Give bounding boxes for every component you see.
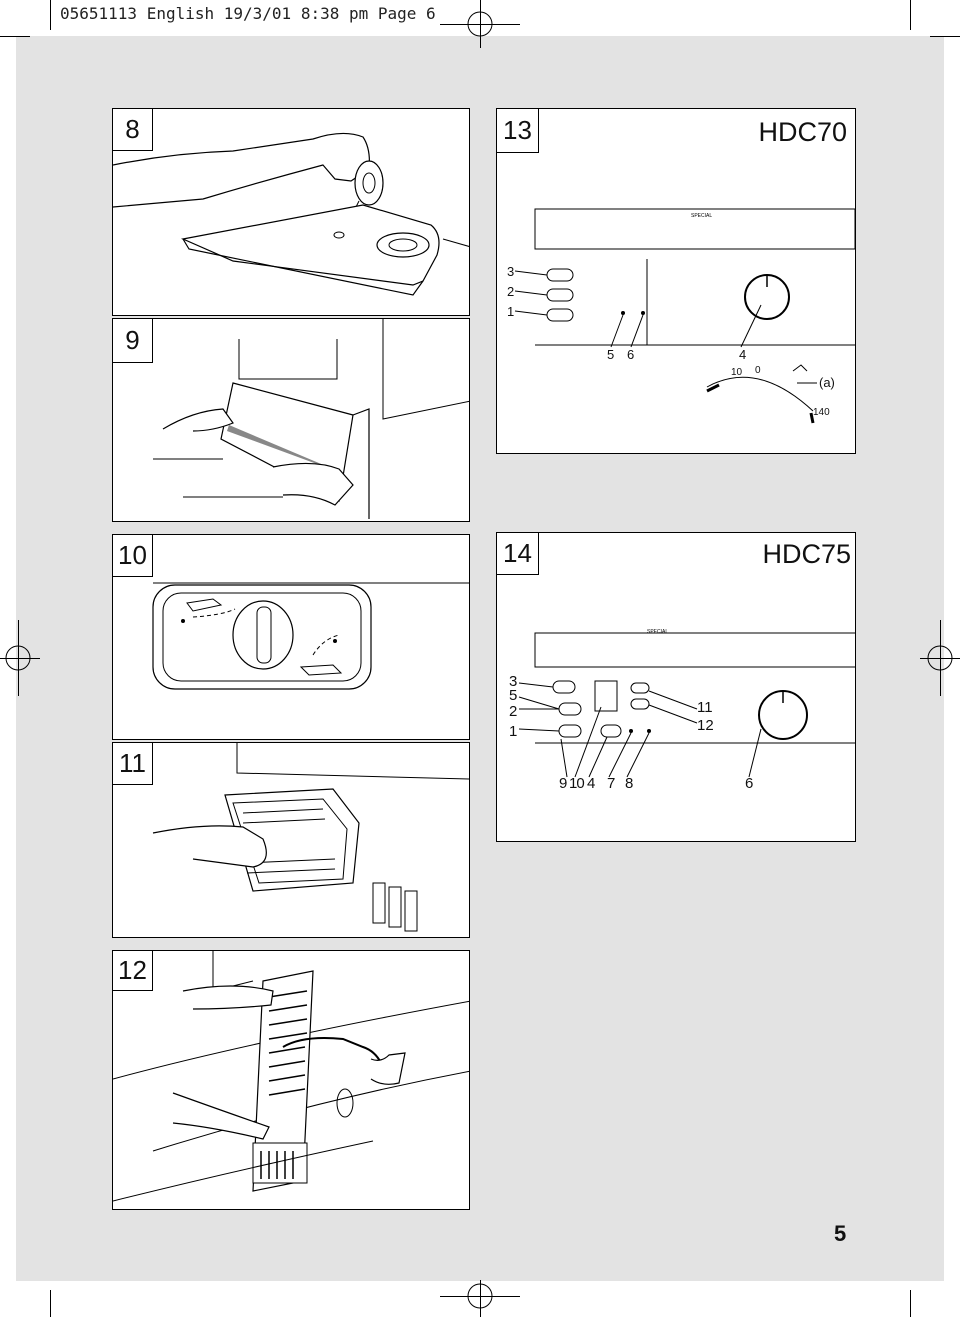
callout-3: 3: [509, 673, 518, 690]
crop-mark: [50, 1290, 51, 1317]
tape-removal-illustration: [113, 132, 469, 296]
figure-panel-10: 10: [112, 534, 470, 740]
callout-6: 6: [627, 347, 635, 362]
callout-a: (a): [819, 375, 835, 390]
crop-mark: [930, 36, 960, 37]
callout-12: 12: [697, 717, 714, 734]
figure-panel-11: 11: [112, 742, 470, 938]
dial-0-label: 0: [755, 365, 761, 376]
panel-removal-illustration: [153, 319, 469, 519]
panel-number: 14: [497, 533, 539, 575]
callout-10: 10: [569, 775, 585, 792]
figure-panel-9: 9: [112, 318, 470, 522]
callout-5: 5: [509, 687, 518, 704]
callout-2: 2: [509, 703, 518, 720]
page-number: 5: [834, 1221, 847, 1246]
crop-mark: [0, 658, 40, 659]
callout-1: 1: [507, 304, 515, 319]
figure-panel-13: 13 HDC70 SPECIAL 3 2 1 5 6 4 10 0 (a) 14…: [496, 108, 856, 454]
crop-mark: [50, 0, 51, 30]
crop-mark: [0, 36, 30, 37]
panel-number: 11: [113, 743, 153, 785]
callout-3: 3: [507, 264, 515, 279]
callout-4: 4: [739, 347, 747, 362]
panel-number: 9: [113, 319, 153, 363]
figure-panel-8: 8: [112, 108, 470, 316]
special-label: SPECIAL: [647, 629, 668, 635]
panel-number: 8: [113, 109, 153, 151]
figure-panel-12: 12: [112, 950, 470, 1210]
hdc75-control-panel: SPECIAL: [518, 629, 855, 778]
callout-5: 5: [607, 347, 615, 362]
panel-number: 10: [113, 535, 153, 577]
model-name: HDC70: [758, 117, 847, 147]
callout-2: 2: [507, 284, 515, 299]
dial-10-label: 10: [731, 367, 743, 378]
callout-9: 9: [559, 775, 568, 792]
callout-8: 8: [625, 775, 634, 792]
crop-mark: [480, 0, 481, 48]
figure-panel-14: 14 HDC75 SPECIAL 3 5 2 1 11 12 9 10 4: [496, 532, 856, 842]
callout-6: 6: [745, 775, 754, 792]
panel-number: 12: [113, 951, 153, 991]
hdc70-control-panel: SPECIAL: [514, 208, 855, 424]
callout-1: 1: [509, 723, 518, 740]
callout-11: 11: [697, 699, 713, 716]
crop-mark: [18, 620, 19, 696]
crop-mark: [940, 620, 941, 696]
print-header: 05651113 English 19/3/01 8:38 pm Page 6: [60, 4, 436, 23]
callout-7: 7: [607, 775, 616, 792]
callout-4: 4: [587, 775, 596, 792]
special-label: SPECIAL: [691, 213, 712, 219]
dial-140-label: 140: [813, 407, 830, 418]
crop-mark: [480, 1280, 481, 1317]
filter-door-illustration: [152, 582, 469, 690]
filter-removal-illustration: [152, 743, 469, 932]
model-name: HDC75: [762, 539, 851, 569]
crop-mark: [910, 0, 911, 30]
crop-mark: [910, 1290, 911, 1317]
filter-washing-illustration: [113, 951, 469, 1202]
panel-number: 13: [497, 109, 539, 153]
